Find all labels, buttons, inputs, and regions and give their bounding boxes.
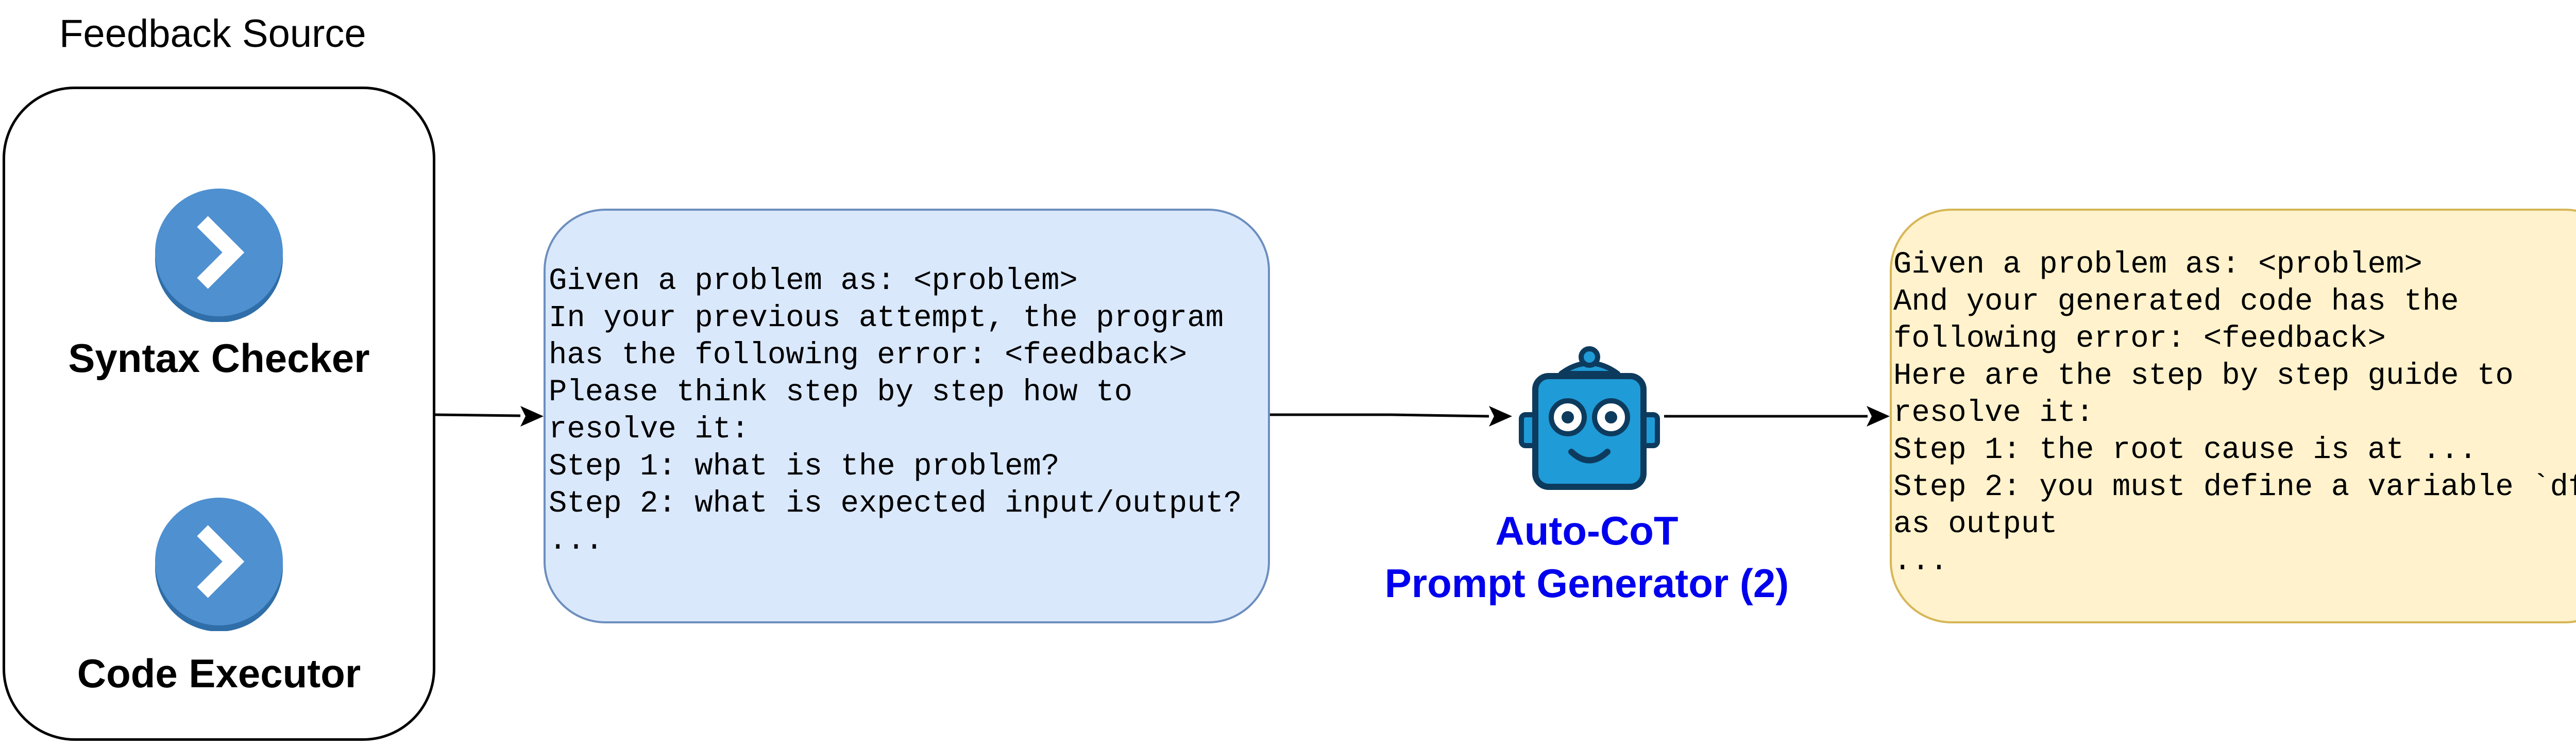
output-prompt-box xyxy=(1890,209,2576,623)
prompt-template-box xyxy=(544,209,1270,623)
output-prompt-text: Given a problem as: <problem> And your g… xyxy=(1893,247,2576,579)
syntax-checker-label: Syntax Checker xyxy=(68,335,370,381)
arrow-generator-to-output xyxy=(1664,406,1890,427)
generator-label-line2: Prompt Generator (2) xyxy=(1384,561,1789,606)
arrow-prompt-to-generator xyxy=(1270,406,1512,427)
code-executor-label: Code Executor xyxy=(77,651,361,696)
robot-icon xyxy=(1512,343,1667,497)
code-executor-icon xyxy=(151,495,287,632)
arrow-source-to-prompt xyxy=(435,406,544,427)
feedback-source-title: Feedback Source xyxy=(59,12,366,56)
syntax-checker-icon xyxy=(151,185,287,322)
generator-label-line1: Auto-CoT xyxy=(1495,508,1679,553)
prompt-template-text: Given a problem as: <problem> In your pr… xyxy=(549,264,1242,558)
